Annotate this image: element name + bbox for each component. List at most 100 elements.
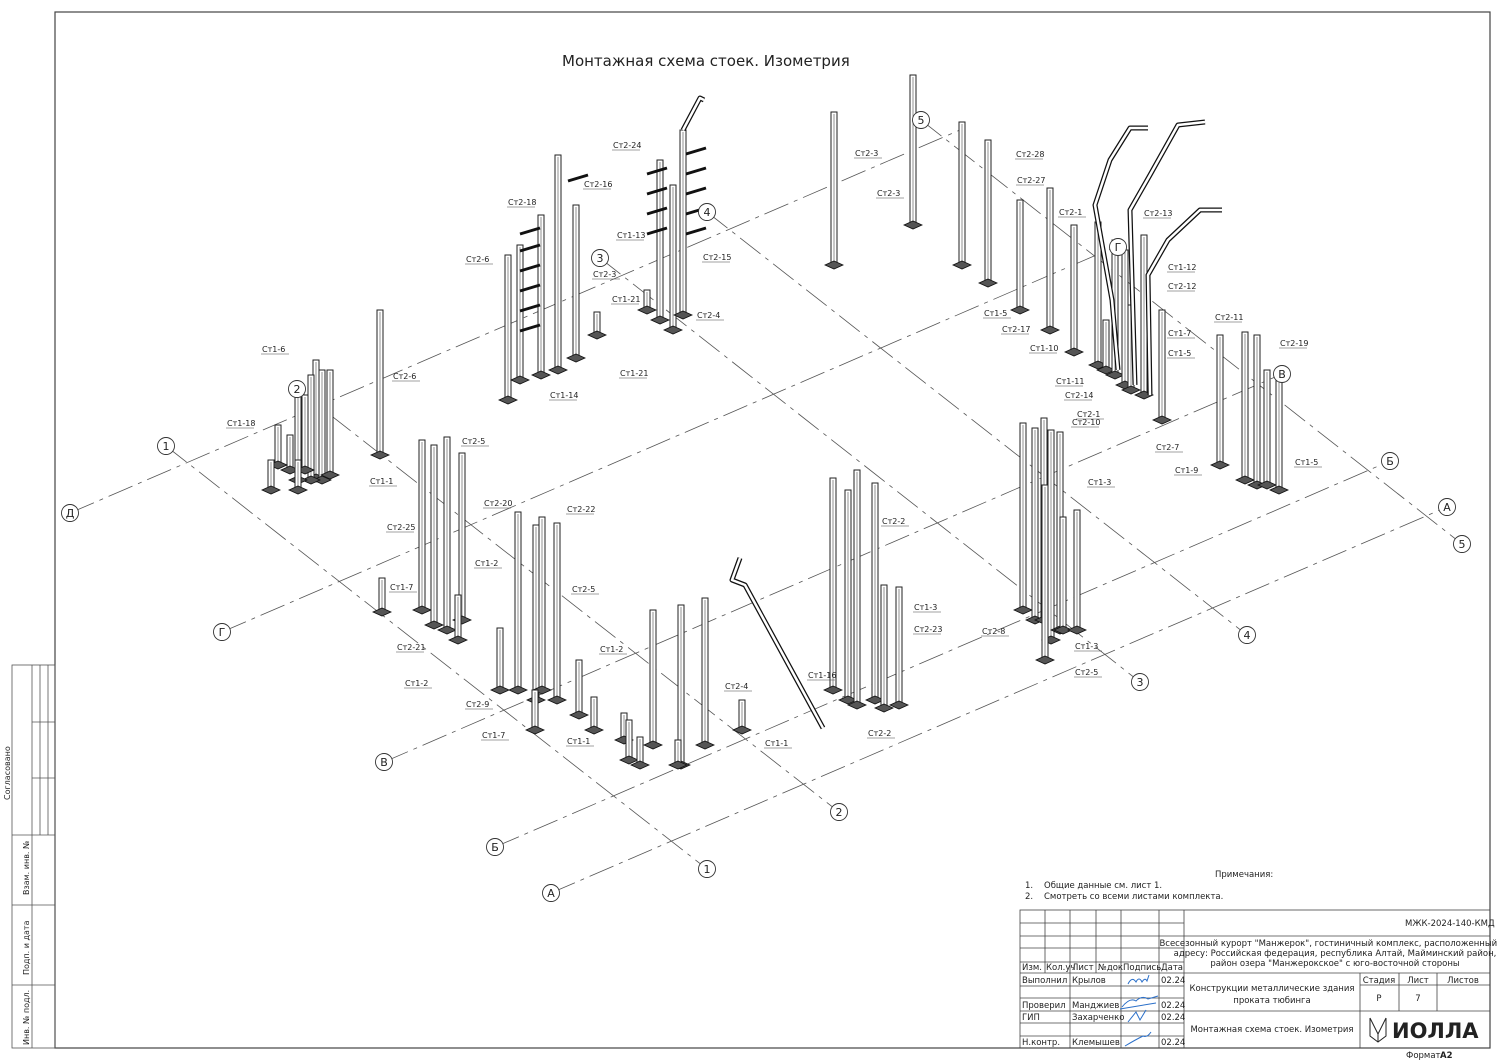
- post-label: Ст2-19: [1279, 339, 1308, 349]
- post-label: Ст1-3: [1087, 478, 1115, 488]
- steel-post: [952, 121, 972, 270]
- post-label-text: Ст1-2: [405, 679, 428, 688]
- axis-bubble: Г: [1109, 238, 1127, 256]
- post-label: Ст1-5: [983, 309, 1011, 319]
- axis-bubble: 2: [830, 803, 848, 821]
- steel-post: [548, 154, 568, 375]
- post-label-text: Ст1-1: [370, 477, 393, 486]
- steel-post: [261, 459, 281, 495]
- post-label-text: Ст2-5: [462, 437, 485, 446]
- steel-post: [1257, 369, 1277, 490]
- axis-line: [550, 506, 1448, 894]
- base-plate: [903, 220, 923, 230]
- steel-post: [1053, 516, 1073, 635]
- post-label-text: Ст1-1: [567, 737, 590, 746]
- axis-bubble-label: 5: [1459, 538, 1466, 551]
- steel-post: [732, 699, 752, 735]
- axis-line: [599, 257, 1141, 683]
- post-label: Ст1-2: [599, 645, 627, 655]
- post-label-text: Ст2-9: [466, 700, 489, 709]
- axis-bubble: Г: [213, 623, 231, 641]
- post-label-text: Ст2-3: [877, 189, 900, 198]
- base-plate: [978, 278, 998, 288]
- base-plate: [584, 725, 604, 735]
- axis-bubble: В: [375, 753, 393, 771]
- rung: [567, 173, 589, 183]
- steel-post: [847, 469, 867, 710]
- post-label-text: Ст2-18: [508, 198, 536, 207]
- post-labels: Ст2-24Ст2-16Ст2-18Ст2-6Ст1-13Ст2-3Ст2-15…: [226, 141, 1322, 749]
- post-label: Ст2-18: [507, 198, 536, 208]
- base-plate: [547, 695, 567, 705]
- steel-post: [824, 111, 844, 270]
- header-kol: Кол.уч: [1046, 963, 1075, 973]
- base-plate: [824, 260, 844, 270]
- base-plate: [1235, 475, 1255, 485]
- base-plate: [952, 260, 972, 270]
- axis-bubble-label: Г: [1115, 241, 1122, 254]
- steel-post: [978, 139, 998, 288]
- post-label: Ст2-5: [571, 585, 599, 595]
- post-label: Ст1-12: [1167, 263, 1196, 273]
- inv-orig-label: Инв. № подл.: [22, 990, 31, 1045]
- post-label: Ст1-1: [566, 737, 594, 747]
- base-plate: [531, 370, 551, 380]
- note-number: 2.: [1025, 892, 1033, 902]
- base-plate: [566, 353, 586, 363]
- base-plate: [889, 700, 909, 710]
- format-value: А2: [1440, 1051, 1453, 1061]
- axis-bubble: 4: [1238, 626, 1256, 644]
- axis-bubble: Д: [61, 504, 79, 522]
- steel-post: [1210, 334, 1230, 470]
- post-label-text: Ст1-9: [1175, 466, 1198, 475]
- post-label: Ст2-9: [465, 700, 493, 710]
- post-label: Ст1-10: [1029, 344, 1058, 354]
- post-label-text: Ст2-23: [914, 625, 942, 634]
- post-label-text: Ст1-3: [1075, 642, 1098, 651]
- steel-post: [1035, 484, 1055, 665]
- post-label: Ст2-16: [583, 180, 612, 190]
- post-label-text: Ст2-19: [1280, 339, 1308, 348]
- base-plate: [1040, 325, 1060, 335]
- post-label: Ст1-13: [616, 231, 645, 241]
- base-plate: [587, 330, 607, 340]
- post-label-text: Ст2-16: [584, 180, 612, 189]
- posts-layer: [261, 74, 1289, 770]
- steel-post: [531, 214, 551, 380]
- steel-post: [525, 689, 545, 735]
- axis-bubble: Б: [1381, 452, 1399, 470]
- address-line: район озера "Манжерокское" с юго-восточн…: [1210, 959, 1459, 969]
- post-label: Ст1-7: [389, 583, 417, 593]
- post-label: Ст1-3: [1074, 642, 1102, 652]
- post-label: Ст2-24: [612, 141, 641, 151]
- base-plate: [490, 685, 510, 695]
- base-plate: [510, 375, 530, 385]
- axis-line: [296, 388, 840, 813]
- post-label: Ст1-11: [1055, 377, 1084, 387]
- post-label-text: Ст1-21: [620, 369, 648, 378]
- post-label: Ст2-7: [1155, 443, 1183, 453]
- base-plate: [1035, 655, 1055, 665]
- post-label: Ст2-17: [1001, 325, 1030, 335]
- post-label: Ст2-1: [1058, 208, 1086, 218]
- post-label: Ст2-2: [881, 517, 909, 527]
- title-block: МЖК-2024-140-КМД Всесезонный курорт "Ман…: [1019, 909, 1500, 1061]
- post-label: Ст1-21: [611, 295, 640, 305]
- post-label-text: Ст1-2: [475, 559, 498, 568]
- notes: Примечания: 1. Общие данные см. лист 1. …: [1025, 870, 1273, 902]
- base-plate: [874, 703, 894, 713]
- steel-post: [372, 577, 392, 617]
- axis-bubble-label: Б: [1386, 455, 1394, 468]
- post-label: Ст2-5: [461, 437, 489, 447]
- axis-bubble-label: В: [380, 756, 388, 769]
- steel-post: [547, 522, 567, 705]
- steel-post: [312, 369, 332, 485]
- post-label: Ст1-5: [1294, 458, 1322, 468]
- steel-post: [903, 74, 923, 230]
- signer-role: Проверил: [1022, 1001, 1066, 1011]
- sheets-label: Листов: [1447, 976, 1479, 986]
- base-plate: [288, 485, 308, 495]
- base-plate: [668, 760, 688, 770]
- axis-bubble: 5: [1453, 535, 1471, 553]
- sign-date-label: Подп. и дата: [22, 920, 31, 975]
